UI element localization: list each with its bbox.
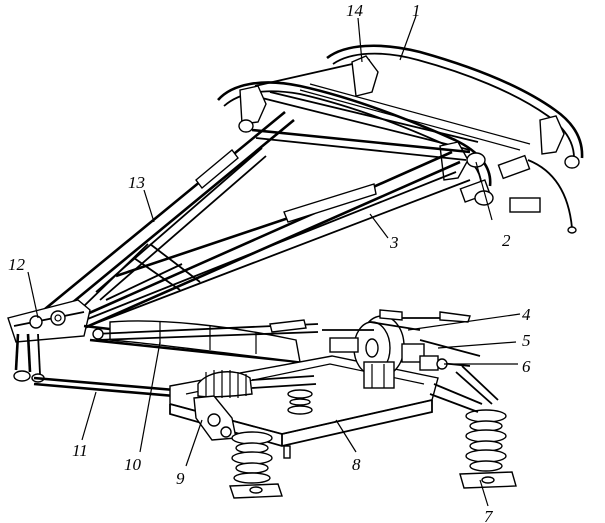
contact-shoe-assembly <box>217 44 584 234</box>
label-7: 7 <box>484 507 494 523</box>
label-4: 4 <box>522 305 531 324</box>
drive-mechanism <box>269 309 481 389</box>
knee-joint <box>7 299 91 383</box>
insulator-mid <box>287 389 313 415</box>
label-11: 11 <box>72 441 88 460</box>
insulator-right <box>429 365 517 489</box>
label-5: 5 <box>522 331 531 350</box>
label-3: 3 <box>389 233 399 252</box>
label-1: 1 <box>412 1 421 20</box>
label-13: 13 <box>128 173 145 192</box>
leader-lines <box>27 15 521 507</box>
label-8: 8 <box>352 455 361 474</box>
label-6: 6 <box>522 357 531 376</box>
label-14: 14 <box>346 1 364 20</box>
label-10: 10 <box>124 455 142 474</box>
label-12: 12 <box>8 255 26 274</box>
insulator-left <box>229 431 283 499</box>
label-2: 2 <box>502 231 511 250</box>
upper-frame <box>33 110 471 338</box>
main-spring <box>193 370 317 441</box>
label-9: 9 <box>176 469 185 488</box>
